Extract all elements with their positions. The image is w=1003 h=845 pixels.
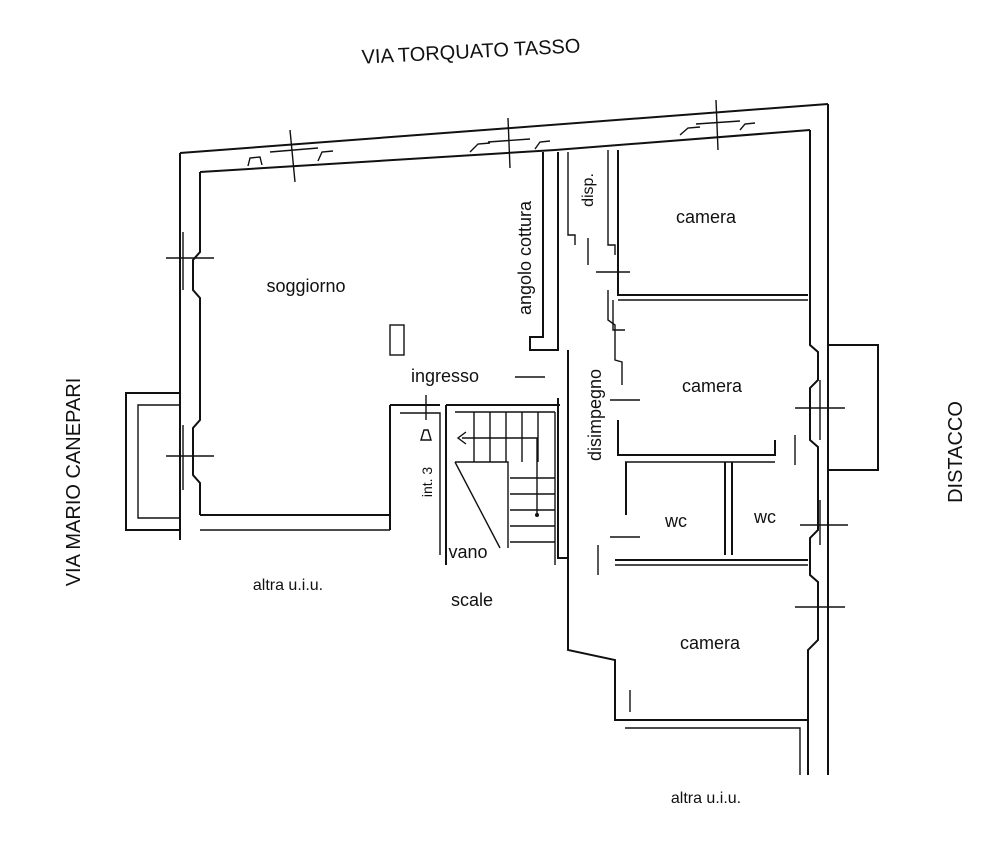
room-label-ingresso: ingresso xyxy=(411,366,479,386)
street-top-label: VIA TORQUATO TASSO xyxy=(361,35,581,68)
label-altra-uiu-left: altra u.i.u. xyxy=(253,577,323,594)
room-label-disp: disp. xyxy=(580,173,597,207)
room-label-camera-top: camera xyxy=(676,207,737,227)
street-left-label: VIA MARIO CANEPARI xyxy=(63,378,85,587)
room-label-wc-right: wc xyxy=(753,507,776,527)
room-label-camera-mid: camera xyxy=(682,376,743,396)
label-vano: vano xyxy=(448,542,487,562)
entrance-door-icon xyxy=(420,429,432,441)
room-label-wc-left: wc xyxy=(664,511,687,531)
label-int-3: int. 3 xyxy=(419,467,435,498)
label-altra-uiu-bottom: altra u.i.u. xyxy=(671,790,741,807)
room-label-angolo-cottura: angolo cottura xyxy=(515,200,535,315)
room-label-camera-bottom: camera xyxy=(680,633,741,653)
room-label-disimpegno: disimpegno xyxy=(585,369,605,461)
interior-walls xyxy=(389,150,808,775)
staircase xyxy=(445,404,560,565)
street-right-label: DISTACCO xyxy=(945,401,967,503)
room-label-soggiorno: soggiorno xyxy=(266,276,345,296)
label-scale: scale xyxy=(451,590,493,610)
outer-walls xyxy=(125,99,879,775)
